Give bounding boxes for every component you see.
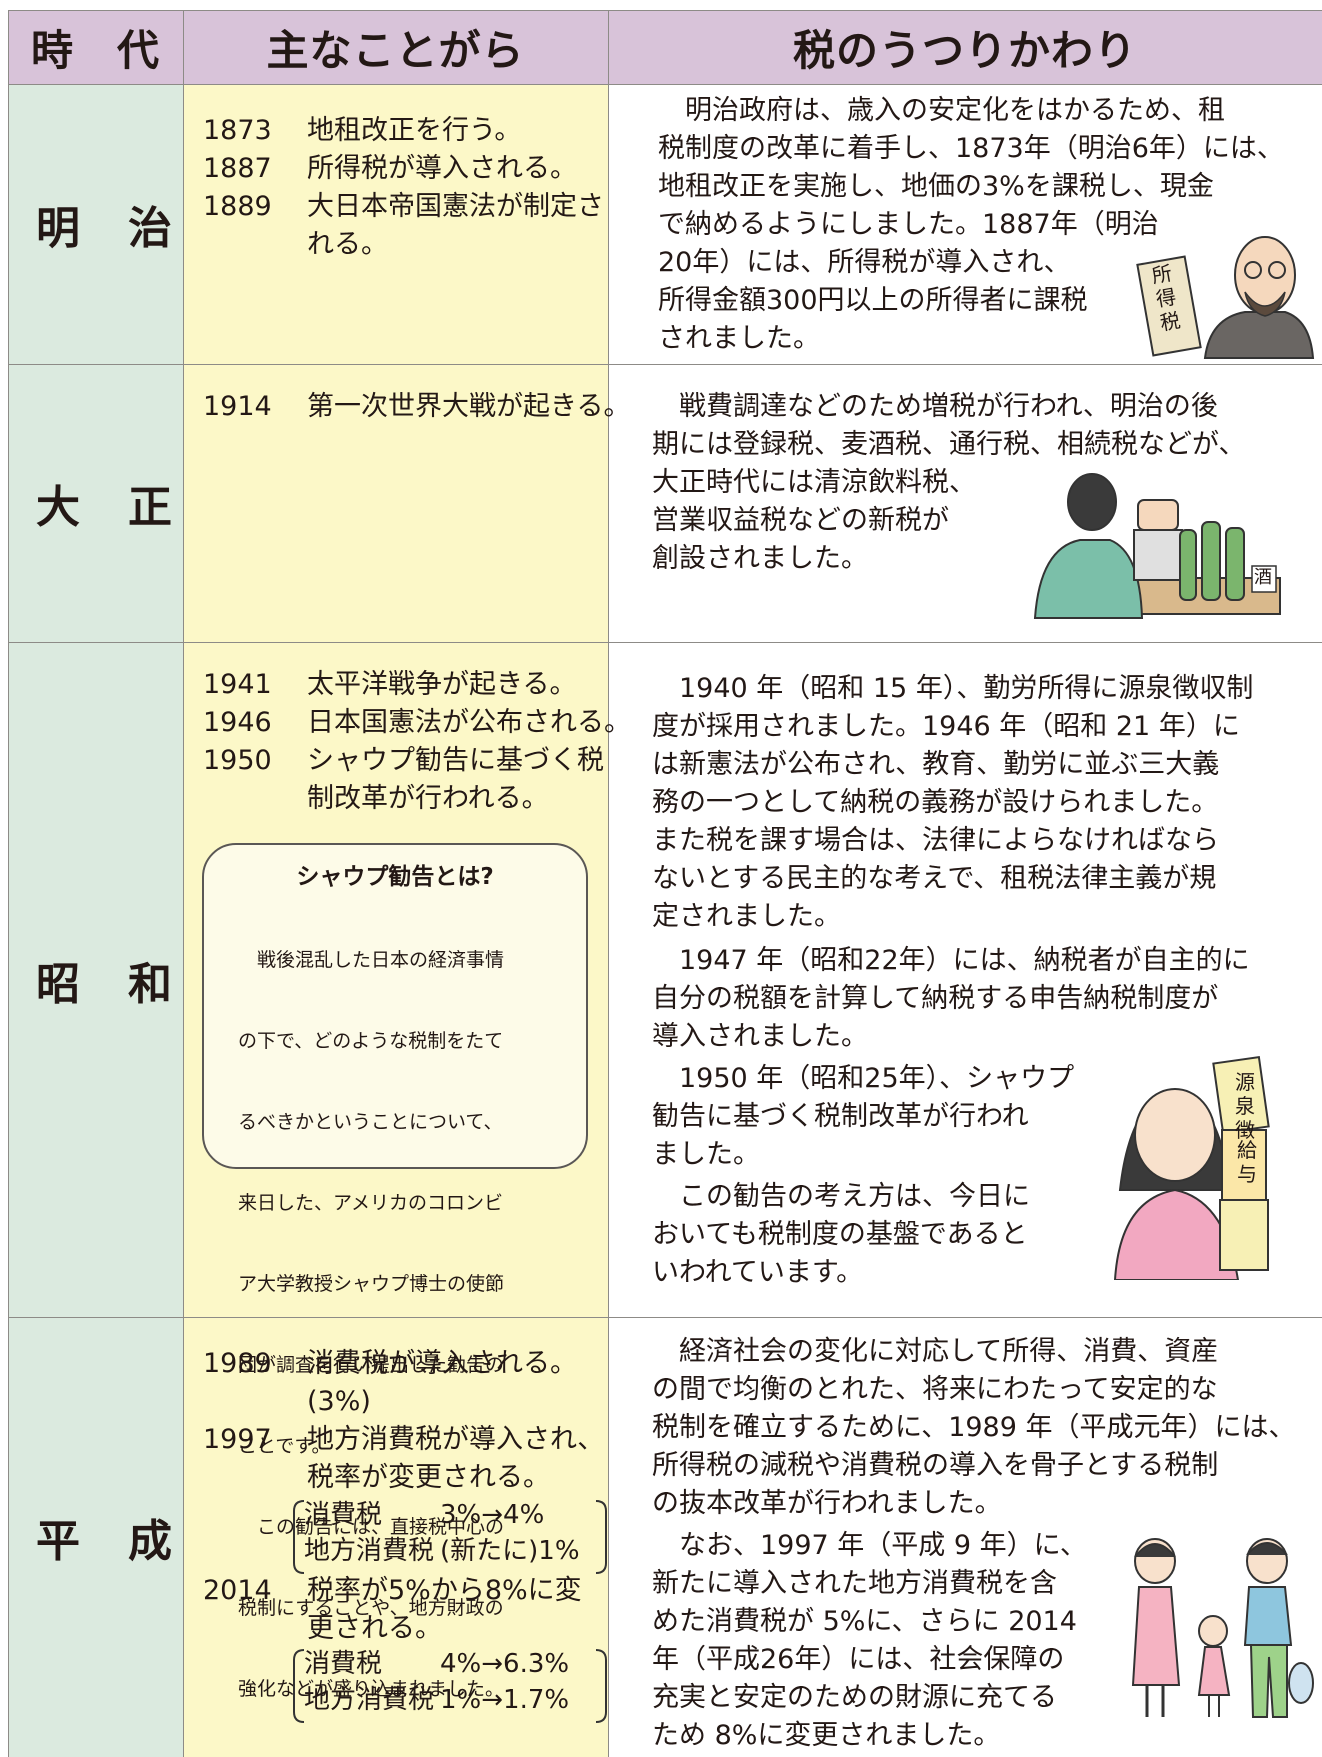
era-heisei: 平 成 bbox=[8, 1317, 183, 1757]
showa-sign-2: 給与 bbox=[1237, 1138, 1257, 1186]
grid-line bbox=[8, 642, 1322, 643]
desc-taisho-5: 創設されました。 bbox=[652, 543, 868, 574]
desc-showa-2: 度が採用されました。1946 年（昭和 21 年）に bbox=[652, 711, 1240, 742]
bracket-1997 bbox=[293, 1500, 607, 1574]
desc-taisho-2: 期には登録税、麦酒税、通行税、相続税などが、 bbox=[652, 429, 1246, 460]
shoup-recommendation-box: シャウプ勧告とは? 戦後混乱した日本の経済事情 の下で、どのような税制をたて る… bbox=[202, 843, 588, 1700]
desc-heisei-1: 経済社会の変化に対応して所得、消費、資産 bbox=[652, 1336, 1219, 1367]
grid-line bbox=[8, 10, 1322, 11]
desc-meiji-3: 地租改正を実施し、地価の3%を課税し、現金 bbox=[658, 171, 1214, 202]
grid-line bbox=[183, 10, 184, 1757]
grid-line bbox=[8, 84, 1322, 85]
desc-heisei-2: の間で均衡のとれた、将来にわたって安定的な bbox=[652, 1374, 1218, 1405]
desc-heisei-4: 所得税の減税や消費税の導入を骨子とする税制 bbox=[652, 1450, 1219, 1481]
era-showa: 昭 和 bbox=[8, 642, 183, 1317]
desc-showa-1: 1940 年（昭和 15 年）、勤労所得に源泉徴収制 bbox=[652, 673, 1254, 704]
era-meiji: 明 治 bbox=[8, 84, 183, 364]
rate-row: 地方消費税(新たに)1% bbox=[304, 1536, 580, 1566]
shoup-box-body: 戦後混乱した日本の経済事情 の下で、どのような税制をたて るべきかということにつ… bbox=[238, 949, 505, 1700]
desc-showa-13: ました。 bbox=[652, 1139, 760, 1170]
desc-meiji-6: 所得金額300円以上の所得者に課税 bbox=[658, 285, 1088, 316]
desc-meiji-1: 明治政府は、歳入の安定化をはかるため、租 bbox=[658, 95, 1225, 126]
desc-heisei-3: 税制を確立するために、1989 年（平成元年）には、 bbox=[652, 1412, 1296, 1443]
bracket-2014 bbox=[293, 1649, 607, 1723]
desc-taisho-1: 戦費調達などのため増税が行われ、明治の後 bbox=[652, 391, 1218, 422]
grid-line bbox=[8, 1317, 1322, 1318]
desc-meiji-7: されました。 bbox=[658, 323, 820, 354]
desc-meiji-5: 20年）には、所得税が導入され、 bbox=[658, 247, 1071, 278]
desc-taisho-4: 営業収益税などの新税が bbox=[652, 505, 949, 536]
desc-heisei-10: 充実と安定のための財源に充てる bbox=[652, 1682, 1057, 1713]
desc-showa-14: この勧告の考え方は、今日に bbox=[652, 1181, 1030, 1212]
desc-heisei-11: ため 8%に変更されました。 bbox=[652, 1720, 1001, 1751]
desc-meiji-2: 税制度の改革に着手し、1873年（明治6年）には、 bbox=[658, 133, 1284, 164]
desc-showa-9: 自分の税額を計算して納税する申告納税制度が bbox=[652, 983, 1219, 1014]
era-taisho: 大 正 bbox=[8, 364, 183, 642]
changes-column bbox=[608, 84, 1322, 1757]
desc-showa-8: 1947 年（昭和22年）には、納税者が自主的に bbox=[652, 945, 1250, 976]
desc-showa-7: 定されました。 bbox=[652, 901, 841, 932]
desc-taisho-3: 大正時代には清涼飲料税、 bbox=[652, 467, 976, 498]
grid-line bbox=[608, 10, 609, 1757]
desc-showa-6: ないとする民主的な考えで、租税法律主義が規 bbox=[652, 863, 1217, 894]
desc-showa-4: 務の一つとして納税の義務が設けられました。 bbox=[652, 787, 1219, 818]
taisho-shop-illustration bbox=[1033, 473, 1281, 619]
desc-showa-16: いわれています。 bbox=[652, 1257, 864, 1288]
desc-showa-5: また税を課す場合は、法律によらなければなら bbox=[652, 825, 1219, 856]
desc-heisei-6: なお、1997 年（平成 9 年）に、 bbox=[652, 1530, 1087, 1561]
header-events: 主なことがら bbox=[183, 10, 608, 84]
shoup-box-title: シャウプ勧告とは? bbox=[296, 864, 494, 890]
desc-heisei-7: 新たに導入された地方消費税を含 bbox=[652, 1568, 1057, 1599]
desc-showa-11: 1950 年（昭和25年）、シャウプ bbox=[652, 1063, 1075, 1094]
desc-heisei-9: 年（平成26年）には、社会保障の bbox=[652, 1644, 1065, 1675]
desc-heisei-8: めた消費税が 5%に、さらに 2014 bbox=[652, 1606, 1077, 1637]
showa-sign-1: 源泉徴 bbox=[1235, 1070, 1255, 1142]
taisho-bottle-label: 酒 bbox=[1254, 567, 1272, 588]
grid-line bbox=[8, 10, 9, 1757]
header-changes: 税のうつりかわり bbox=[608, 10, 1322, 84]
header-era: 時 代 bbox=[8, 10, 183, 84]
desc-showa-10: 導入されました。 bbox=[652, 1021, 868, 1052]
grid-line bbox=[8, 364, 1322, 365]
desc-heisei-5: の抜本改革が行われました。 bbox=[652, 1488, 1002, 1519]
heisei-family-illustration bbox=[1131, 1538, 1314, 1718]
desc-showa-15: おいても税制度の基盤であると bbox=[652, 1219, 1028, 1250]
desc-showa-12: 勧告に基づく税制改革が行われ bbox=[652, 1101, 1029, 1132]
desc-showa-3: は新憲法が公布され、教育、勤労に並ぶ三大義 bbox=[652, 749, 1220, 780]
showa-woman-illustration bbox=[1113, 1056, 1270, 1280]
meiji-official-illustration bbox=[1136, 236, 1315, 359]
desc-meiji-4: で納めるようにしました。1887年（明治 bbox=[658, 209, 1159, 240]
